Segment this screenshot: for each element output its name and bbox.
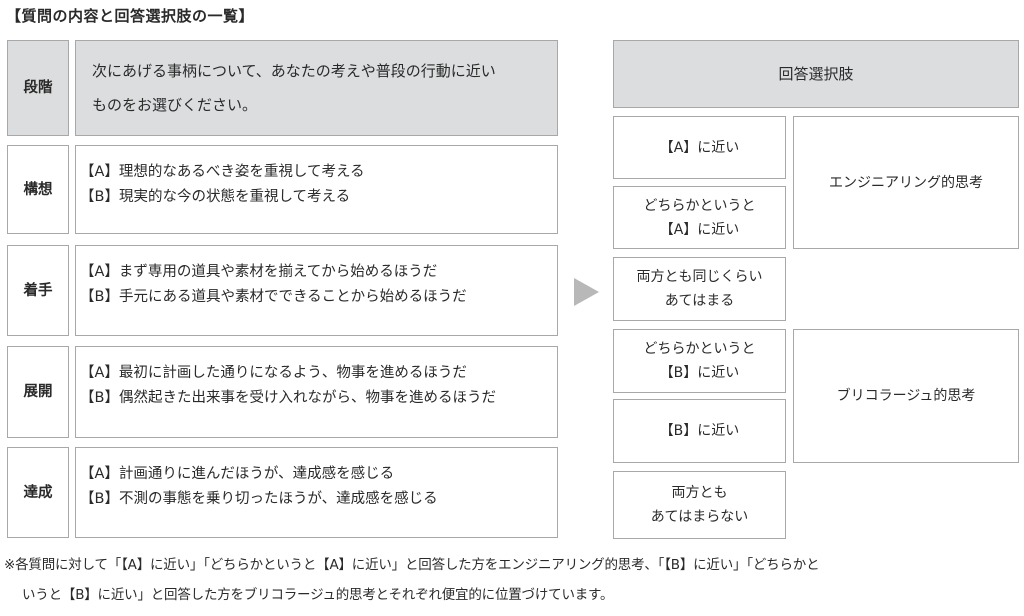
answer-line: 両方とも <box>671 485 728 501</box>
group-engineering: エンジニアリング的思考 <box>793 116 1019 249</box>
answer-line: 【B】に近い <box>659 423 740 439</box>
stage-cell: 展開 <box>7 346 69 438</box>
prompt-line-1: 次にあげる事柄について、あなたの考えや普段の行動に近い <box>92 62 496 80</box>
option-b: 【B】不測の事態を乗り切ったほうが、達成感を感じる <box>80 491 438 507</box>
footnote-line-2: いうと【B】に近い」と回答した方をブリコラージュ的思考とそれぞれ便宜的に位置づけ… <box>22 587 614 603</box>
group-bricolage: ブリコラージュ的思考 <box>793 329 1019 463</box>
answer-line: あてはまらない <box>650 509 749 525</box>
answer-option: 両方ともあてはまらない <box>613 471 786 539</box>
answer-line: どちらかというと <box>643 341 756 357</box>
question-row: 【A】まず専用の道具や素材を揃えてから始めるほうだ【B】手元にある道具や素材でで… <box>75 245 558 336</box>
answer-line: あてはまる <box>664 293 735 309</box>
page-title: 【質問の内容と回答選択肢の一覧】 <box>6 7 255 25</box>
option-a: 【A】最初に計画した通りになるよう、物事を進めるほうだ <box>80 365 467 381</box>
option-b: 【B】手元にある道具や素材でできることから始めるほうだ <box>80 289 467 305</box>
question-row: 【A】理想的なあるべき姿を重視して考える【B】現実的な今の状態を重視して考える <box>75 145 558 234</box>
option-a: 【A】計画通りに進んだほうが、達成感を感じる <box>80 466 395 482</box>
option-b: 【B】偶然起きた出来事を受け入れながら、物事を進めるほうだ <box>80 390 496 406</box>
answer-option: どちらかというと【B】に近い <box>613 329 786 393</box>
question-row: 【A】計画通りに進んだほうが、達成感を感じる【B】不測の事態を乗り切ったほうが、… <box>75 447 558 538</box>
option-b: 【B】現実的な今の状態を重視して考える <box>80 189 351 205</box>
footnote-line-1: ※各質問に対して「【A】に近い」「どちらかというと【A】に近い」と回答した方をエ… <box>4 557 820 573</box>
answer-line: 【B】に近い <box>659 365 740 381</box>
stage-cell: 着手 <box>7 245 69 336</box>
answer-option: 【B】に近い <box>613 399 786 463</box>
answer-line: 【A】に近い <box>659 221 740 238</box>
question-row: 【A】最初に計画した通りになるよう、物事を進めるほうだ【B】偶然起きた出来事を受… <box>75 346 558 438</box>
question-prompt: 次にあげる事柄について、あなたの考えや普段の行動に近い ものをお選びください。 <box>75 40 558 136</box>
answer-line: 両方とも同じくらい <box>636 269 763 285</box>
answer-option: 【A】に近い <box>613 116 786 179</box>
arrow-right-icon <box>574 278 599 306</box>
answer-option: どちらかというと【A】に近い <box>613 186 786 249</box>
answers-header: 回答選択肢 <box>613 40 1019 108</box>
answer-line: 【A】に近い <box>659 139 740 156</box>
answer-line: どちらかというと <box>643 197 756 214</box>
stage-header: 段階 <box>7 40 69 136</box>
answer-option: 両方とも同じくらいあてはまる <box>613 257 786 321</box>
stage-cell: 達成 <box>7 447 69 538</box>
prompt-line-2: ものをお選びください。 <box>92 96 258 114</box>
stage-cell: 構想 <box>7 145 69 234</box>
option-a: 【A】まず専用の道具や素材を揃えてから始めるほうだ <box>80 264 438 280</box>
option-a: 【A】理想的なあるべき姿を重視して考える <box>80 164 365 180</box>
